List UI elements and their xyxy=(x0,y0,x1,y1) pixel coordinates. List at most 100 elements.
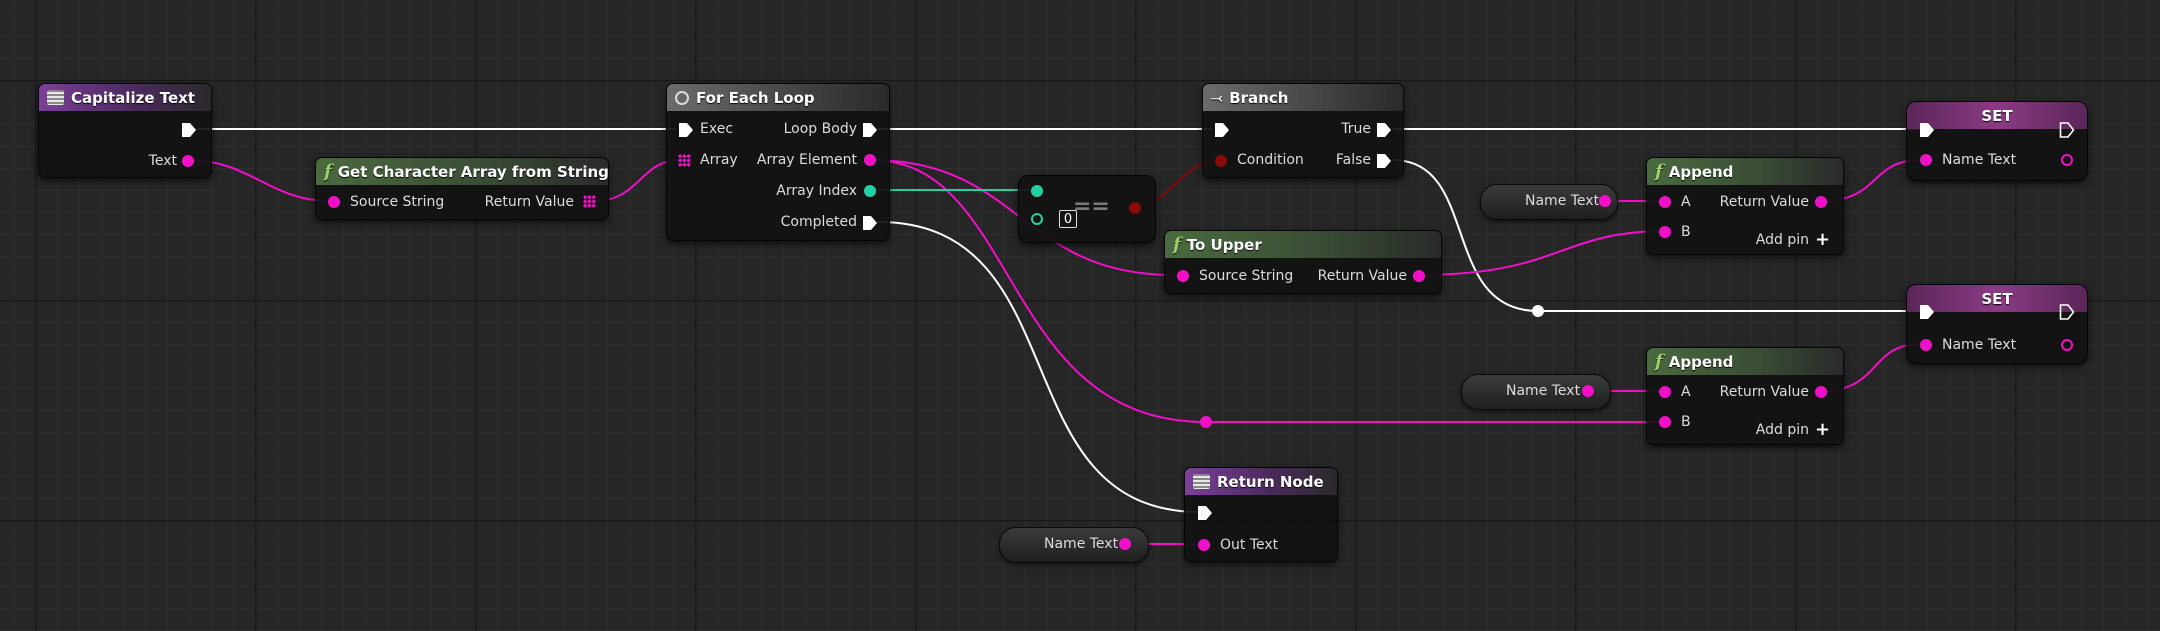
exec-out-pin[interactable] xyxy=(2059,303,2075,321)
source-string-in-pin[interactable] xyxy=(1177,270,1189,282)
node-header: Capitalize Text xyxy=(39,84,211,111)
var-label: Name Text xyxy=(1525,193,1600,209)
node-header: Return Node xyxy=(1185,468,1337,495)
exec-in-pin[interactable] xyxy=(678,121,694,139)
string-wire-toupper-to-appendb[interactable] xyxy=(1417,230,1667,276)
name-text-out-pin[interactable] xyxy=(1599,195,1611,207)
for-each-loop-node[interactable]: For Each Loop Exec Array Loop Body Array… xyxy=(666,83,890,241)
add-pin-label[interactable]: Add pin xyxy=(1755,422,1809,438)
name-text-out-pin[interactable] xyxy=(2061,154,2073,166)
node-title: Branch xyxy=(1229,88,1289,107)
pin-label-completed: Completed xyxy=(780,214,857,230)
pin-label-return: Return Value xyxy=(1719,194,1809,210)
name-text-getter-middle[interactable]: Name Text xyxy=(1461,374,1611,410)
return-value-out-pin[interactable] xyxy=(1815,196,1827,208)
get-character-array-node[interactable]: f Get Character Array from String Source… xyxy=(315,157,609,220)
node-header: f Get Character Array from String xyxy=(316,158,609,185)
exec-reroute-knot[interactable] xyxy=(1532,305,1544,317)
exec-in-pin[interactable] xyxy=(1919,303,1935,321)
name-text-out-pin[interactable] xyxy=(1582,385,1594,397)
name-text-in-pin[interactable] xyxy=(1920,339,1932,351)
function-return-icon xyxy=(1193,474,1210,489)
pin-label-text: Text xyxy=(148,153,177,169)
pin-label-a: A xyxy=(1681,194,1691,210)
loop-body-out-pin[interactable] xyxy=(862,121,878,139)
append-node-bottom[interactable]: f Append A B Return Value Add pin + xyxy=(1646,347,1844,445)
function-icon: f xyxy=(324,161,332,182)
node-title: Append xyxy=(1668,162,1734,181)
function-entry-icon xyxy=(47,90,64,105)
pin-label-return: Return Value xyxy=(1719,384,1809,400)
add-pin-plus-icon[interactable]: + xyxy=(1815,229,1831,250)
condition-in-pin[interactable] xyxy=(1215,155,1227,167)
add-pin-label[interactable]: Add pin xyxy=(1755,232,1809,248)
node-title: SET xyxy=(1981,106,2013,125)
function-icon: f xyxy=(1655,161,1663,182)
node-title: SET xyxy=(1981,289,2013,308)
pin-label-a: A xyxy=(1681,384,1691,400)
equal-result-out-pin[interactable] xyxy=(1129,202,1141,214)
false-out-pin[interactable] xyxy=(1376,152,1392,170)
capitalize-text-node[interactable]: Capitalize Text Text xyxy=(38,83,212,178)
text-out-pin[interactable] xyxy=(182,155,194,167)
b-in-pin[interactable] xyxy=(1659,226,1671,238)
name-text-getter-top[interactable]: Name Text xyxy=(1480,184,1618,220)
exec-in-pin[interactable] xyxy=(1919,121,1935,139)
source-string-in-pin[interactable] xyxy=(328,196,340,208)
exec-out-pin[interactable] xyxy=(181,121,197,139)
node-title: Return Node xyxy=(1217,472,1324,491)
var-label: Name Text xyxy=(1506,383,1581,399)
pin-label-b: B xyxy=(1681,414,1691,430)
return-value-out-pin[interactable] xyxy=(1815,386,1827,398)
array-out-pin[interactable] xyxy=(583,195,596,208)
equal-integer-node[interactable]: 0 == xyxy=(1018,175,1156,243)
string-reroute-knot[interactable] xyxy=(1200,416,1212,428)
name-text-in-pin[interactable] xyxy=(1920,154,1932,166)
b-in-pin[interactable] xyxy=(1659,416,1671,428)
name-text-out-pin[interactable] xyxy=(2061,339,2073,351)
pin-label-source: Source String xyxy=(350,194,445,210)
a-in-pin[interactable] xyxy=(1659,196,1671,208)
pin-label-condition: Condition xyxy=(1237,152,1304,168)
node-title: Capitalize Text xyxy=(71,88,195,107)
equal-b-in-pin[interactable] xyxy=(1031,213,1043,225)
node-header: SET xyxy=(1907,102,2087,129)
loop-icon xyxy=(675,90,689,105)
array-element-out-pin[interactable] xyxy=(864,154,876,166)
node-header: f Append xyxy=(1647,158,1843,185)
append-node-top[interactable]: f Append A B Return Value Add pin + xyxy=(1646,157,1844,255)
pin-label-return: Return Value xyxy=(1317,268,1407,284)
pin-label-true: True xyxy=(1341,121,1371,137)
node-header: f Append xyxy=(1647,348,1843,375)
array-in-pin[interactable] xyxy=(678,154,691,167)
return-value-out-pin[interactable] xyxy=(1413,270,1425,282)
node-title: Get Character Array from String xyxy=(337,162,609,181)
set-name-text-node-bottom[interactable]: SET Name Text xyxy=(1906,284,2088,364)
exec-wire-completed-to-return[interactable] xyxy=(877,221,1201,513)
exec-out-pin[interactable] xyxy=(2059,121,2075,139)
a-in-pin[interactable] xyxy=(1659,386,1671,398)
add-pin-plus-icon[interactable]: + xyxy=(1815,419,1831,440)
exec-in-pin[interactable] xyxy=(1214,121,1230,139)
equal-b-default-value[interactable]: 0 xyxy=(1059,210,1077,228)
array-index-out-pin[interactable] xyxy=(864,185,876,197)
true-out-pin[interactable] xyxy=(1376,121,1392,139)
pin-label-array-element: Array Element xyxy=(756,152,857,168)
pin-label-source: Source String xyxy=(1199,268,1294,284)
pin-label-array: Array xyxy=(700,152,738,168)
node-header: For Each Loop xyxy=(667,84,889,111)
pin-label-loop-body: Loop Body xyxy=(783,121,857,137)
node-header: ⤙ Branch xyxy=(1203,84,1403,111)
return-node[interactable]: Return Node Out Text xyxy=(1184,467,1338,562)
function-icon: f xyxy=(1173,234,1181,255)
exec-in-pin[interactable] xyxy=(1197,504,1213,522)
name-text-getter-bottom[interactable]: Name Text xyxy=(999,527,1149,563)
name-text-out-pin[interactable] xyxy=(1119,538,1131,550)
pin-label-exec: Exec xyxy=(700,121,734,137)
completed-out-pin[interactable] xyxy=(862,214,878,232)
to-upper-node[interactable]: f To Upper Source String Return Value xyxy=(1164,230,1442,294)
equal-a-in-pin[interactable] xyxy=(1031,185,1043,197)
branch-node[interactable]: ⤙ Branch Condition True False xyxy=(1202,83,1404,178)
out-text-in-pin[interactable] xyxy=(1198,539,1210,551)
set-name-text-node-top[interactable]: SET Name Text xyxy=(1906,101,2088,181)
